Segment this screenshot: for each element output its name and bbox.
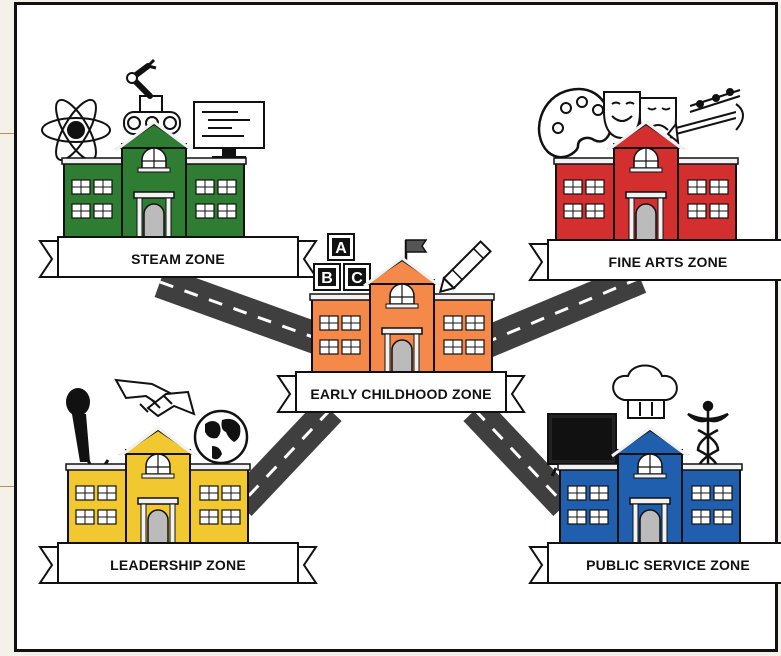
road-public-service-dashes <box>473 408 567 507</box>
crayon-icon <box>438 240 492 294</box>
public-service-zone: PUBLIC SERVICE ZONE <box>529 364 781 584</box>
steam-banner: STEAM ZONE <box>39 236 317 278</box>
chalkboard-icon <box>547 413 617 477</box>
globe-icon <box>193 409 249 465</box>
public-service-zone-label: PUBLIC SERVICE ZONE <box>586 557 750 573</box>
microphone-icon <box>66 388 110 472</box>
steam-zone: STEAM ZONE <box>39 58 317 278</box>
left-accent-line-bottom <box>0 486 14 487</box>
road-leadership-dashes <box>238 408 332 507</box>
block-letter-b: B <box>321 270 333 287</box>
leadership-zone: LEADERSHIP ZONE <box>39 378 317 584</box>
block-letter-c: C <box>351 270 363 287</box>
road-steam-dashes <box>159 280 336 347</box>
leadership-zone-label: LEADERSHIP ZONE <box>110 557 246 573</box>
trumpet-music-icon <box>666 88 744 145</box>
early-childhood-banner: EARLY CHILDHOOD ZONE <box>276 371 526 413</box>
chef-hat-icon <box>612 364 678 419</box>
left-accent-line-top <box>0 133 14 134</box>
public-service-banner: PUBLIC SERVICE ZONE <box>529 542 781 584</box>
steam-zone-label: STEAM ZONE <box>131 251 225 267</box>
leadership-banner: LEADERSHIP ZONE <box>39 542 317 584</box>
early-childhood-zone: A B C <box>276 233 526 413</box>
roads <box>154 263 647 517</box>
abc-blocks-icon: A B C <box>313 233 371 291</box>
code-monitor-icon <box>193 101 265 160</box>
early-childhood-zone-label: EARLY CHILDHOOD ZONE <box>310 386 491 402</box>
atom-icon <box>41 98 111 162</box>
flag-icon <box>404 239 428 272</box>
caduceus-icon <box>687 400 729 471</box>
fine-arts-zone-label: FINE ARTS ZONE <box>609 254 728 270</box>
palette-icon <box>537 87 613 159</box>
road-fine-arts-dashes <box>479 276 641 347</box>
block-letter-a: A <box>335 240 347 257</box>
fine-arts-zone: FINE ARTS ZONE <box>529 87 781 281</box>
fine-arts-banner: FINE ARTS ZONE <box>529 239 781 281</box>
handshake-icon <box>114 378 196 418</box>
